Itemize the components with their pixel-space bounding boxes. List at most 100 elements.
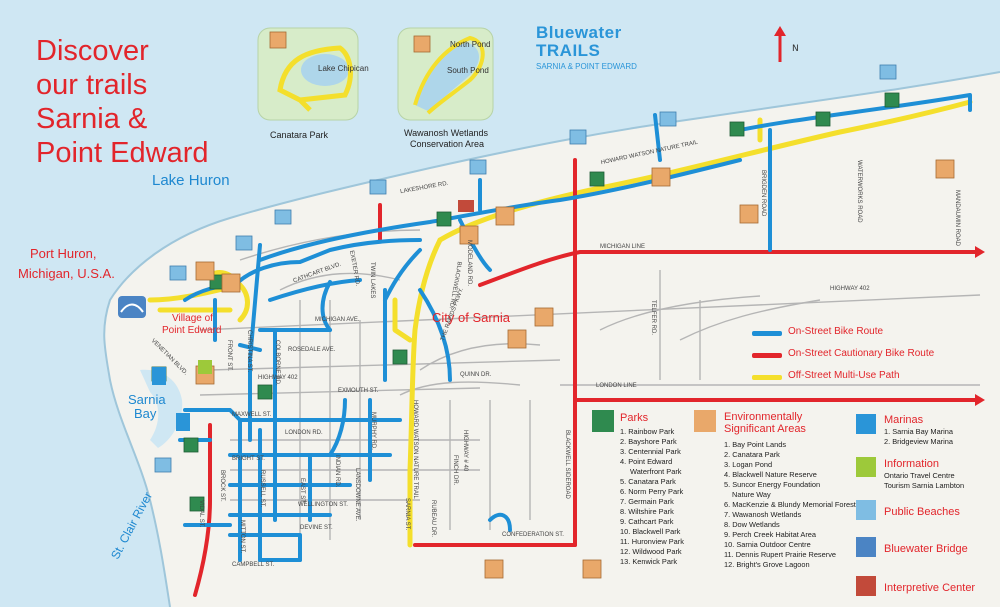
legend-icons — [592, 410, 876, 596]
env-markers — [195, 31, 955, 579]
env-heading-1: Environmentally — [724, 411, 803, 423]
parks-list: 1. Rainbow Park 2. Bayshore Park 3. Cent… — [620, 427, 684, 567]
road-confederation: CONFEDERATION ST. — [502, 532, 564, 538]
sarnia-bay-label-2: Bay — [134, 406, 157, 421]
list-item: 2. Bayshore Park — [620, 437, 677, 446]
north-label: N — [792, 44, 799, 54]
road-brigden: BRIGDEN ROAD — [760, 170, 766, 217]
road-london-rd: LONDON RD. — [285, 430, 323, 436]
env-heading-2: Significant Areas — [724, 423, 806, 435]
road-colborne: COLBORNE RD. — [274, 340, 280, 386]
canatara-inset — [257, 27, 359, 121]
title-line-1: Discover — [36, 35, 149, 67]
list-item: 7. Germain Park — [620, 497, 674, 506]
list-item: 1. Rainbow Park — [620, 427, 675, 436]
cautionary-bike-route — [193, 158, 977, 597]
road-howard-watson-trail: HOWARD WATSON NATURE TRAIL — [412, 400, 418, 499]
beach-markers — [154, 64, 897, 473]
bluewater-trails-logo: Bluewater TRAILS SARNIA & POINT EDWARD — [536, 24, 637, 72]
road-campbell: CAMPBELL ST. — [232, 562, 275, 568]
list-item: 8. Dow Wetlands — [724, 520, 780, 529]
information-list: Ontario Travel Centre Tourism Sarnia Lam… — [884, 471, 964, 491]
road-mandaumin: MANDAUMIN ROAD — [954, 190, 960, 247]
legend-label-cautionary: On-Street Cautionary Bike Route — [788, 348, 935, 359]
canatara-caption: Canatara Park — [270, 130, 329, 140]
list-item: 10. Sarnia Outdoor Centre — [724, 540, 811, 549]
street-grid — [199, 229, 981, 540]
list-item: Nature Way — [732, 490, 771, 499]
information-marker — [198, 360, 212, 374]
map-title: Discover our trails Sarnia & Point Edwar… — [36, 34, 209, 170]
list-item: 12. Wildwood Park — [620, 547, 682, 556]
list-item: 8. Wiltshire Park — [620, 507, 674, 516]
list-item: 6. Norm Perry Park — [620, 487, 684, 496]
road-michigan-ave: MICHIGAN AVE. — [315, 317, 360, 323]
bluewater-bridge-icon — [118, 296, 146, 318]
village-label-1: Village of — [172, 313, 213, 324]
list-item: 1. Bay Point Lands — [724, 440, 787, 449]
logo-subtitle: SARNIA & POINT EDWARD — [536, 62, 637, 71]
road-brock: BROCK ST. — [219, 470, 225, 502]
road-rosedale: ROSEDALE AVE. — [288, 347, 336, 353]
list-item: Waterfront Park — [630, 467, 682, 476]
road-russell: RUSSELL ST. — [259, 470, 265, 508]
road-modeland: MODELAND RD. — [466, 240, 472, 287]
public-beaches-label: Public Beaches — [884, 506, 960, 518]
north-arrow-head — [774, 26, 786, 36]
wawanosh-caption-1: Wawanosh Wetlands — [404, 128, 489, 138]
marina-markers — [152, 367, 190, 431]
road-murphy: MURPHY RD. — [370, 412, 376, 450]
road-telfer: TELFER RD. — [650, 300, 656, 336]
road-highway-40: HIGHWAY # 40 — [462, 430, 468, 472]
road-michigan-line: MICHIGAN LINE — [600, 244, 646, 250]
list-item: 1. Sarnia Bay Marina — [884, 427, 954, 436]
title-line-2: our trails — [36, 69, 148, 101]
red-route-arrows — [975, 246, 985, 406]
list-item: 7. Wawanosh Wetlands — [724, 510, 802, 519]
interpretive-center-label: Interpretive Center — [884, 582, 976, 594]
south-pond-label: South Pond — [447, 66, 489, 75]
road-front: FRONT ST. — [226, 340, 232, 371]
legend-line-bike — [752, 331, 782, 336]
north-pond-label: North Pond — [450, 40, 491, 49]
road-wellington: WELLINGTON ST. — [298, 502, 348, 508]
list-item: 6. MacKenzie & Blundy Memorial Forest — [724, 500, 856, 509]
road-vidal: VIDAL ST. — [198, 500, 204, 528]
legend-line-path — [752, 375, 782, 380]
list-item: 5. Suncor Energy Foundation — [724, 480, 821, 489]
title-line-3: Sarnia & — [36, 103, 148, 135]
lake-huron-label: Lake Huron — [152, 172, 230, 189]
information-heading: Information — [884, 458, 940, 470]
legend-line-cautionary — [752, 353, 782, 358]
list-item: Tourism Sarnia Lambton — [884, 481, 965, 490]
list-item: 12. Bright's Grove Lagoon — [724, 560, 810, 569]
road-london-line: LONDON LINE — [596, 383, 637, 389]
city-of-sarnia-label: City of Sarnia — [432, 310, 511, 325]
wawanosh-caption-2: Conservation Area — [410, 139, 485, 149]
list-item: 13. Kenwick Park — [620, 557, 678, 566]
road-rubeau: RUBEAU DR. — [430, 500, 436, 538]
interpretive-center-marker — [458, 200, 474, 212]
port-huron-label-1: Port Huron, — [30, 246, 97, 261]
list-item: 4. Point Edward — [620, 457, 673, 466]
list-item: Ontario Travel Centre — [884, 471, 955, 480]
sarnia-bay-label-1: Sarnia — [128, 392, 166, 407]
list-item: 2. Bridgeview Marina — [884, 437, 954, 446]
road-east: EAST ST. — [299, 478, 305, 504]
road-quinn: QUINN DR. — [460, 372, 492, 378]
list-item: 11. Huronview Park — [620, 537, 684, 546]
road-exmouth: EXMOUTH ST. — [338, 388, 379, 394]
lake-chipican-label: Lake Chipican — [318, 64, 369, 73]
list-item: 3. Centennial Park — [620, 447, 681, 456]
list-item: 9. Perch Creek Habitat Area — [724, 530, 817, 539]
list-item: 3. Logan Pond — [724, 460, 773, 469]
road-finch: FINCH DR. — [452, 455, 458, 486]
list-item: 11. Dennis Rupert Prairie Reserve — [724, 550, 837, 559]
sarnia-bay-water — [140, 369, 183, 448]
bluewater-bridge-label: Bluewater Bridge — [884, 543, 968, 555]
list-item: 5. Canatara Park — [620, 477, 676, 486]
logo-main-bottom: TRAILS — [536, 41, 601, 60]
road-highway-402-east: HIGHWAY 402 — [830, 286, 870, 292]
